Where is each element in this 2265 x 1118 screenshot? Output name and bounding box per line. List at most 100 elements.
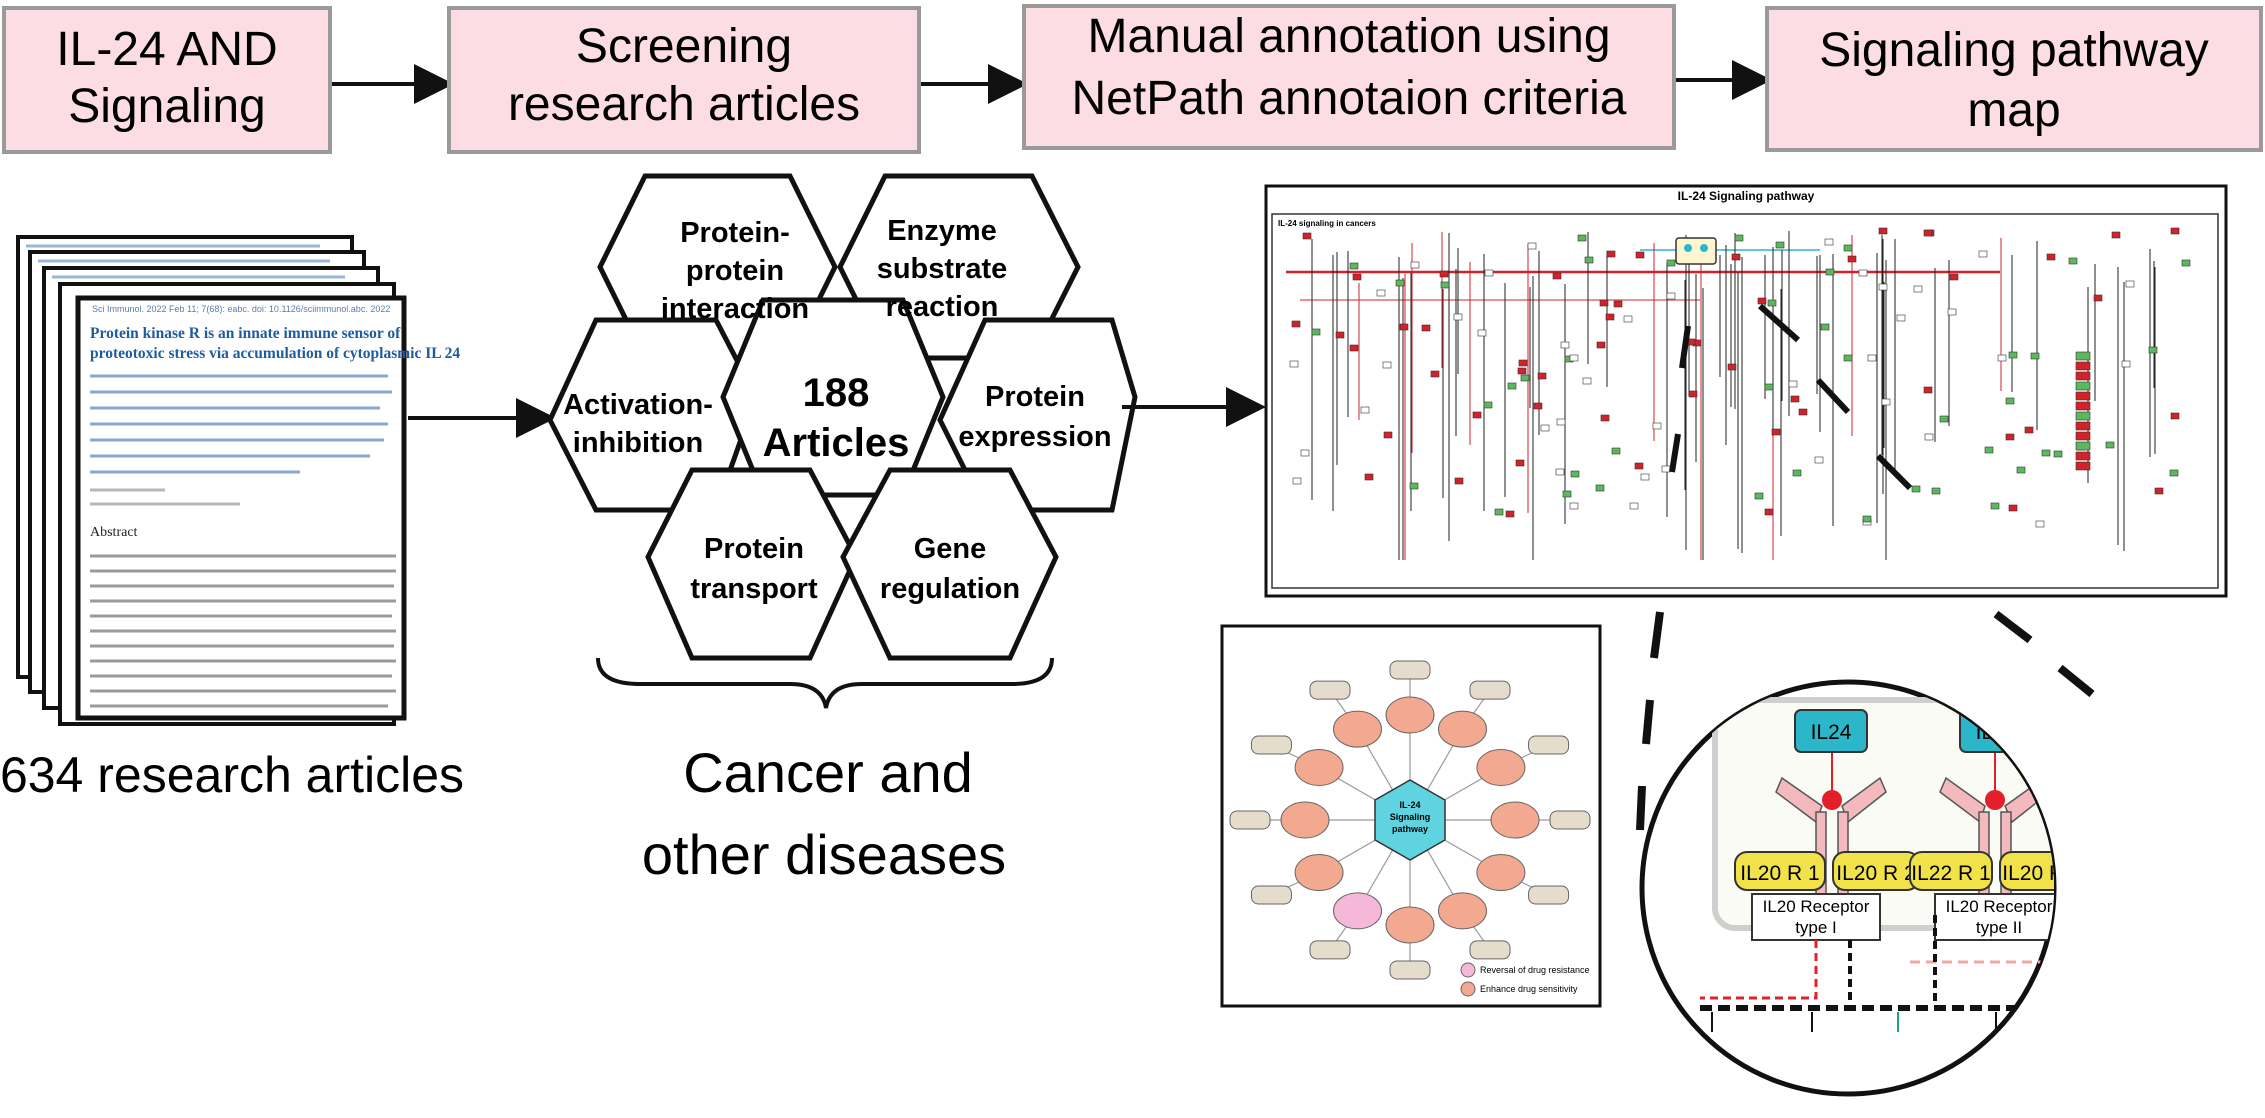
pathway-node xyxy=(1949,273,1959,281)
pathway-node xyxy=(1825,268,1835,276)
pathway-node xyxy=(1533,402,1543,410)
paper-abstract-heading: Abstract xyxy=(90,525,138,540)
pathway-node xyxy=(1978,250,1988,258)
network-therapy-node xyxy=(1476,749,1526,786)
pathway-node xyxy=(1788,380,1798,388)
pathway-node xyxy=(2075,431,2091,441)
receptor-type1-line1: IL20 Receptor xyxy=(1763,897,1870,916)
network-disease-node xyxy=(1250,735,1292,755)
pathway-node xyxy=(1731,253,1741,261)
flow-step-4-line1: Signaling pathway xyxy=(1819,24,2209,77)
pathway-node xyxy=(2170,412,2180,420)
pathway-node xyxy=(2075,361,2091,371)
pathway-node xyxy=(2111,231,2121,239)
pathway-node xyxy=(1311,328,1321,336)
pathway-node xyxy=(2148,346,2158,354)
pathway-node xyxy=(1847,255,1857,263)
hexagons-brace xyxy=(596,657,1054,709)
pathway-node xyxy=(1477,329,1487,337)
hexagon-enzyme-line2: substrate xyxy=(877,253,1008,285)
pathway-node xyxy=(1552,272,1562,280)
chain-il20r2-type2-label: IL20 R 2 xyxy=(2002,862,2081,885)
network-disease-node xyxy=(1528,885,1570,905)
pathway-node xyxy=(1335,331,1345,339)
pathway-node xyxy=(1757,297,1767,305)
paper-title-line2: proteotoxic stress via accumulation of c… xyxy=(90,345,460,362)
chain-il20r2-type2 xyxy=(1999,851,2054,891)
paper-title-line1: Protein kinase R is an innate immune sen… xyxy=(90,325,401,342)
chain-il20r2-type1-label: IL20 R 2 xyxy=(1836,862,1915,885)
flow-step-4: Signaling pathway map xyxy=(1765,6,2263,152)
pathway-node xyxy=(2075,461,2091,471)
ligand-il24-left-label: IL24 xyxy=(1811,721,1852,744)
pathway-node xyxy=(1661,465,1671,473)
pathway-node xyxy=(1878,283,1888,291)
pathway-node xyxy=(2075,371,2091,381)
pathway-node xyxy=(1824,238,1834,246)
hexagon-ppi-line1: Protein- xyxy=(680,217,790,249)
pathway-node xyxy=(2005,433,2015,441)
pathway-node xyxy=(1584,256,1594,264)
pathway-node xyxy=(1410,261,1420,269)
pathway-node xyxy=(1754,492,1764,500)
network-disease-node xyxy=(1469,680,1511,700)
pathway-node xyxy=(1562,490,1572,498)
hexagon-activation-line1: Activation- xyxy=(563,389,713,421)
pathway-node xyxy=(1537,372,1547,380)
network-therapy-node xyxy=(1476,854,1526,891)
pathway-node xyxy=(1666,259,1676,267)
zoom-connector-dashes xyxy=(1636,610,2095,831)
pathway-node xyxy=(1798,408,1808,416)
flow-step-3-line1: Manual annotation using xyxy=(1087,10,1610,63)
chain-il22r1-type2-label: IL22 R 1 xyxy=(1911,862,1990,885)
hexagon-activation-line2: inhibition xyxy=(573,427,703,459)
pathway-node xyxy=(1302,232,1312,240)
pathway-map-edges xyxy=(1311,231,2156,560)
pathway-node xyxy=(1878,227,1888,235)
pathway-node xyxy=(2181,259,2191,267)
pathway-node xyxy=(1483,401,1493,409)
pathway-node xyxy=(1862,515,1872,523)
pathway-map: IL-24 Signaling pathway IL-24 signaling … xyxy=(1264,184,2228,598)
flow-step-1-line1: IL-24 AND xyxy=(56,23,277,76)
pathway-node xyxy=(1555,468,1565,476)
pathway-node xyxy=(2105,441,2115,449)
flow-step-3: Manual annotation using NetPath annotaio… xyxy=(1022,4,1676,150)
ligand-dot-left xyxy=(1822,790,1842,810)
network-therapy-node xyxy=(1438,710,1487,748)
hexagon-center-word: Articles xyxy=(763,421,910,465)
receptor-type1-box xyxy=(1751,893,1881,941)
receptor-type1-line2: type I xyxy=(1795,918,1837,937)
pathway-node xyxy=(1421,324,1431,332)
disease-network-center-line3: pathway xyxy=(1392,824,1428,834)
pathway-node xyxy=(1527,242,1537,250)
pathway-node xyxy=(1383,431,1393,439)
network-therapy-node xyxy=(1280,801,1330,839)
pathway-node xyxy=(1596,341,1606,349)
pathway-node xyxy=(1300,449,1310,457)
pathway-node xyxy=(1764,508,1774,516)
pathway-node xyxy=(1520,374,1530,382)
chain-il20r1-type1-label: IL20 R 1 xyxy=(1740,862,1819,885)
hexagon-ppi-line3: interaction xyxy=(661,293,809,325)
pathway-node xyxy=(2075,421,2091,431)
network-disease-node xyxy=(1528,735,1570,755)
hexagon-transport-line2: transport xyxy=(690,573,818,605)
pathway-node xyxy=(2046,253,2056,261)
pathway-node xyxy=(1911,485,1921,493)
pathway-node xyxy=(2030,352,2040,360)
legend-swatch-reversal xyxy=(1460,962,1476,978)
pathway-node xyxy=(1494,508,1504,516)
legend-swatch-sensitivity xyxy=(1460,981,1476,997)
pathway-node xyxy=(2075,441,2091,451)
pathway-node xyxy=(1611,447,1621,455)
pathway-node xyxy=(1771,428,1781,436)
pathway-node xyxy=(1939,415,1949,423)
disease-network-center-line2: Signaling xyxy=(1390,812,1431,822)
pathway-node xyxy=(1623,315,1633,323)
pathway-node xyxy=(1858,269,1868,277)
hexagon-ppi-line2: protein xyxy=(686,255,784,287)
pathway-node xyxy=(1349,262,1359,270)
pathway-node xyxy=(2068,257,2078,265)
